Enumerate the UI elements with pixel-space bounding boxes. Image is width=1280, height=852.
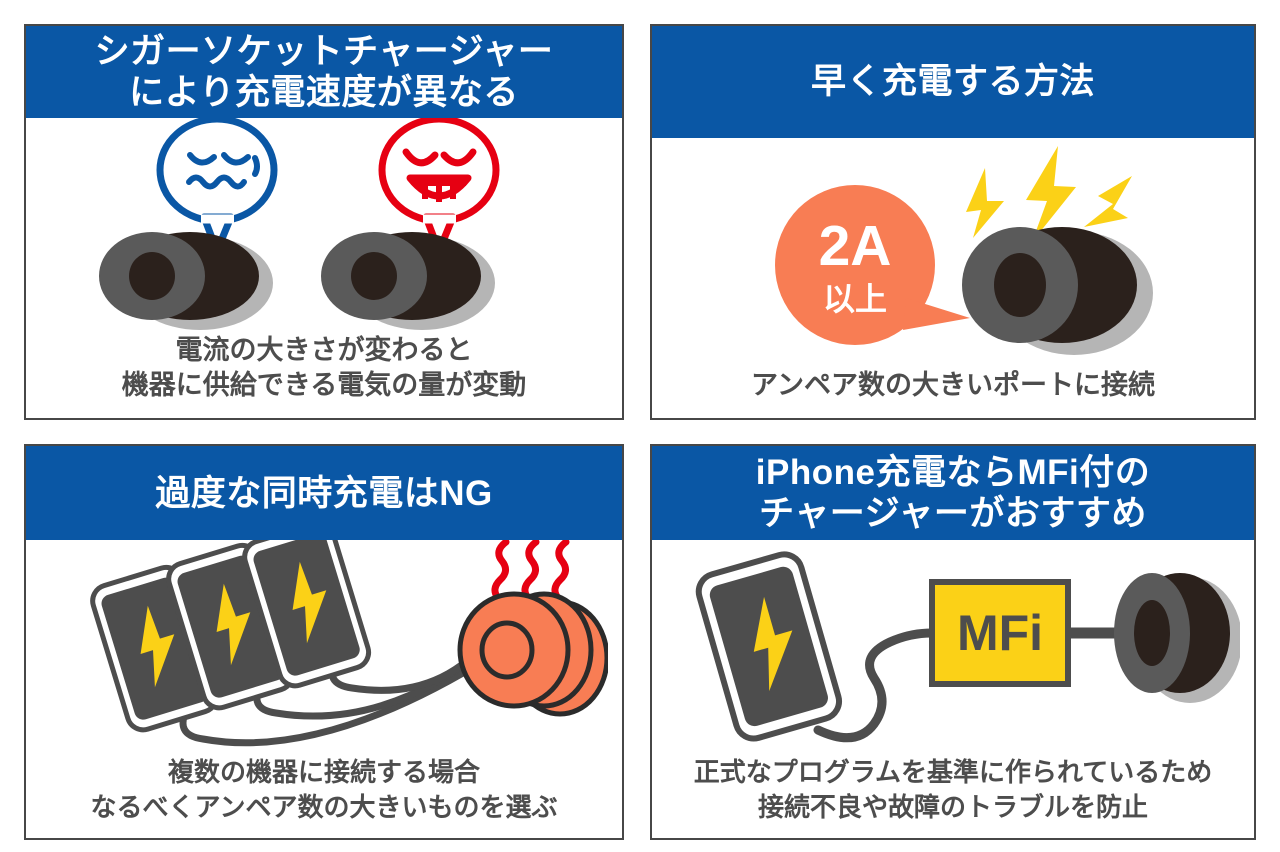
panel-3-title: 過度な同時充電はNG — [155, 473, 493, 513]
panel-fast-charging: 早く充電する方法 2A 以上 — [650, 24, 1256, 420]
car-charger-highlight — [962, 227, 1153, 356]
panel-4-illustration: MFi — [652, 540, 1254, 755]
panel-3-body: 複数の機器に接続する場合 なるべくアンペア数の大きいものを選ぶ — [26, 540, 622, 838]
car-charger-mfi — [1114, 573, 1240, 704]
panel-simultaneous-charging-ng: 過度な同時充電はNG — [24, 444, 624, 840]
three-phones-overheating-charger-svg — [90, 540, 608, 747]
panel-1-title: シガーソケットチャージャー により充電速度が異なる — [94, 31, 554, 112]
panel-4-title: iPhone充電ならMFi付の チャージャーがおすすめ — [755, 452, 1151, 534]
lightning-bolt-group — [966, 146, 1132, 243]
bolt-icon — [753, 597, 793, 692]
panel-1-header: シガーソケットチャージャー により充電速度が異なる — [26, 26, 622, 118]
panel-2-caption: アンペア数の大きいポートに接続 — [751, 370, 1155, 401]
panel-charger-speed: シガーソケットチャージャー により充電速度が異なる — [24, 24, 624, 420]
lightning-bolt-left — [966, 168, 1004, 239]
panel-4-header: iPhone充電ならMFi付の チャージャーがおすすめ — [652, 446, 1254, 541]
cable-phone-to-mfi — [813, 628, 937, 743]
amp-bubble-and-charger-svg: 2A 以上 — [775, 146, 1153, 356]
amp-speech-bubble: 2A 以上 — [775, 185, 970, 346]
car-charger-right — [321, 231, 495, 330]
panel-1-caption: 電流の大きさが変わると 機器に供給できる電気の量が変動 — [121, 334, 527, 401]
lightning-bolt-center — [1026, 146, 1076, 243]
panel-4-caption: 正式なプログラムを基準に作られているため 接続不良や故障のトラブルを防止 — [693, 757, 1213, 822]
overheating-charger — [457, 591, 608, 717]
panel-3-header: 過度な同時充電はNG — [26, 446, 622, 541]
two-chargers-with-face-bubbles-svg — [99, 117, 500, 330]
car-charger-left — [99, 231, 273, 330]
bolt-icon — [216, 584, 251, 666]
amp-sub: 以上 — [823, 281, 887, 317]
bolt-icon — [140, 606, 175, 688]
grinning-face-bubble — [378, 117, 500, 255]
phone-3 — [242, 540, 372, 689]
mfi-label: MFi — [957, 605, 1043, 661]
phone-with-bolt — [695, 551, 843, 742]
mfi-box: MFi — [929, 579, 1071, 688]
panel-1-illustration — [26, 117, 622, 333]
lightning-bolt-right — [1084, 176, 1132, 228]
panel-2-header: 早く充電する方法 — [652, 26, 1254, 138]
phone-mfi-box-charger-svg: MFi — [695, 551, 1240, 743]
panel-1-body: 電流の大きさが変わると 機器に供給できる電気の量が変動 — [26, 117, 622, 418]
panel-3-caption: 複数の機器に接続する場合 なるべくアンペア数の大きいものを選ぶ — [90, 757, 558, 822]
panel-mfi-recommended: iPhone充電ならMFi付の チャージャーがおすすめ — [650, 444, 1256, 840]
panel-2-illustration: 2A 以上 — [652, 138, 1254, 368]
panel-2-title: 早く充電する方法 — [810, 62, 1095, 102]
panel-2-body: 2A 以上 アンペア数の大きいポートに接続 — [652, 138, 1254, 418]
panel-3-illustration — [26, 540, 622, 755]
bolt-icon — [292, 562, 327, 644]
heat-waves — [491, 540, 570, 602]
amp-value: 2A — [819, 214, 892, 278]
panel-4-body: MFi 正式なプログラムを基準に作られているため 接続不良や故障のトラブルを防止 — [652, 540, 1254, 838]
worried-face-bubble — [156, 117, 278, 255]
